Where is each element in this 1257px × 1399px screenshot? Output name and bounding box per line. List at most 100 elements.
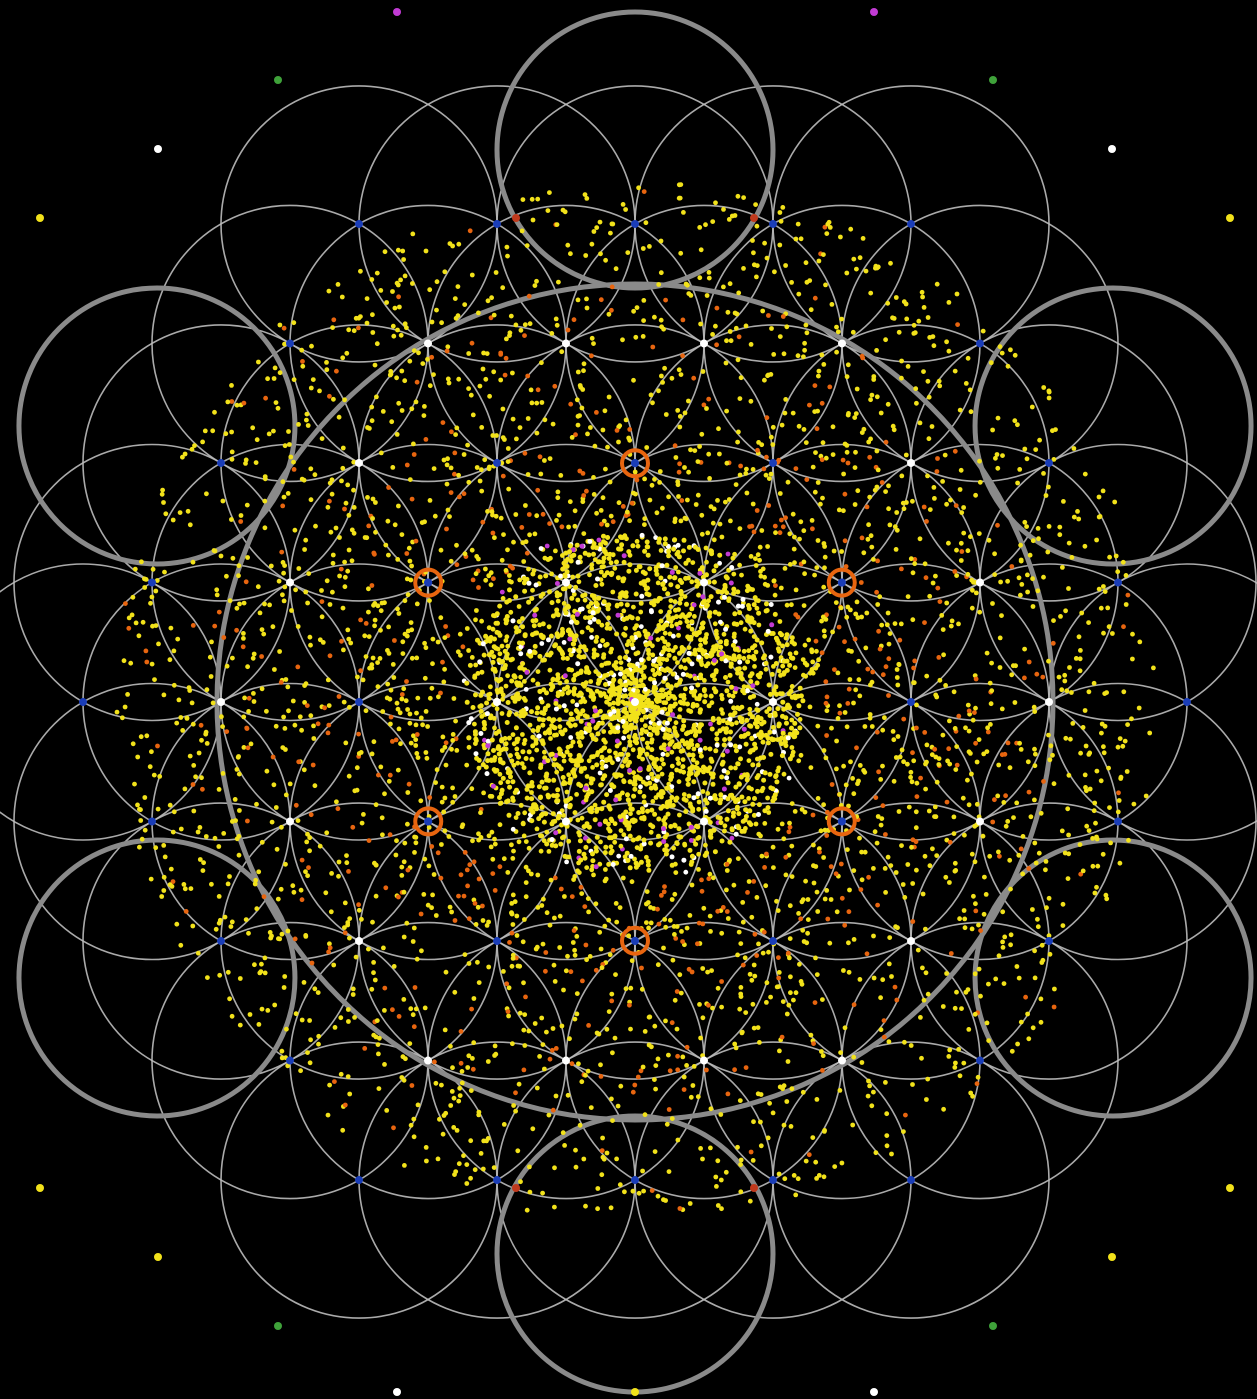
dot [743,955,748,960]
dot [448,241,453,246]
dot [1092,808,1097,813]
dot [380,832,385,837]
dot [700,922,705,927]
dot [272,1003,277,1008]
dot [870,393,875,398]
dot [328,602,333,607]
dot [610,222,615,227]
dot [1008,942,1013,947]
dot [675,675,680,680]
dot [692,614,697,619]
dot [662,884,667,889]
dot [769,602,774,607]
dot [880,480,885,485]
dot [910,881,915,886]
dot [1008,347,1013,352]
dot [790,635,795,640]
dot [216,844,221,849]
dot [580,708,585,713]
dot [696,1094,701,1099]
dot [1005,579,1010,584]
dot [642,800,647,805]
dot [689,860,694,865]
dot [404,698,409,703]
dot [591,873,596,878]
dot [554,518,559,523]
dot [465,1065,470,1070]
dot [237,772,242,777]
dot [928,863,933,868]
dot [780,691,785,696]
dot [598,783,603,788]
dot [571,877,576,882]
dot [584,943,589,948]
dot [759,721,764,726]
dot [955,292,960,297]
dot [538,454,543,459]
dot [664,412,669,417]
dot [813,956,818,961]
dot [640,987,645,992]
dot [968,1091,973,1096]
dot [709,694,714,699]
dot [1044,859,1049,864]
dot [986,730,991,735]
dot [650,345,655,350]
dot [615,428,620,433]
dot [408,712,413,717]
dot [794,237,799,242]
dot [372,623,377,628]
dot [465,626,470,631]
dot [720,696,725,701]
dot [509,901,514,906]
dot [286,429,291,434]
dot [514,625,519,630]
dot [937,756,942,761]
dot [927,809,932,814]
dot [825,917,830,922]
dot [998,636,1003,641]
dot [347,705,352,710]
dot [616,440,621,445]
dot [479,709,484,714]
dot [698,643,703,648]
dot [582,361,587,366]
dot [203,429,208,434]
dot [875,394,880,399]
dot [1019,582,1024,587]
dot [128,661,133,666]
dot [244,579,249,584]
dot [546,778,551,783]
dot [741,266,746,271]
dot [712,537,717,542]
dot [539,641,544,646]
dot [522,333,527,338]
dot [522,917,527,922]
dot [959,549,964,554]
dot [162,570,167,575]
dot [463,850,468,855]
dot [656,1194,661,1199]
dot [219,554,224,559]
dot [140,837,145,842]
dot [1101,489,1106,494]
dot [759,1143,764,1148]
dot [570,575,575,580]
dot [487,696,492,701]
dot [701,369,706,374]
dot [616,1104,621,1109]
dot [703,798,708,803]
dot [776,458,781,463]
dot [481,791,486,796]
dot [777,669,782,674]
dot [504,684,509,689]
dot [609,670,614,675]
dot [534,513,539,518]
dot [725,862,730,867]
dot [493,1044,498,1049]
dot [584,680,589,685]
dot [742,666,747,671]
dot [870,670,875,675]
dot [672,725,677,730]
dot [860,877,865,882]
